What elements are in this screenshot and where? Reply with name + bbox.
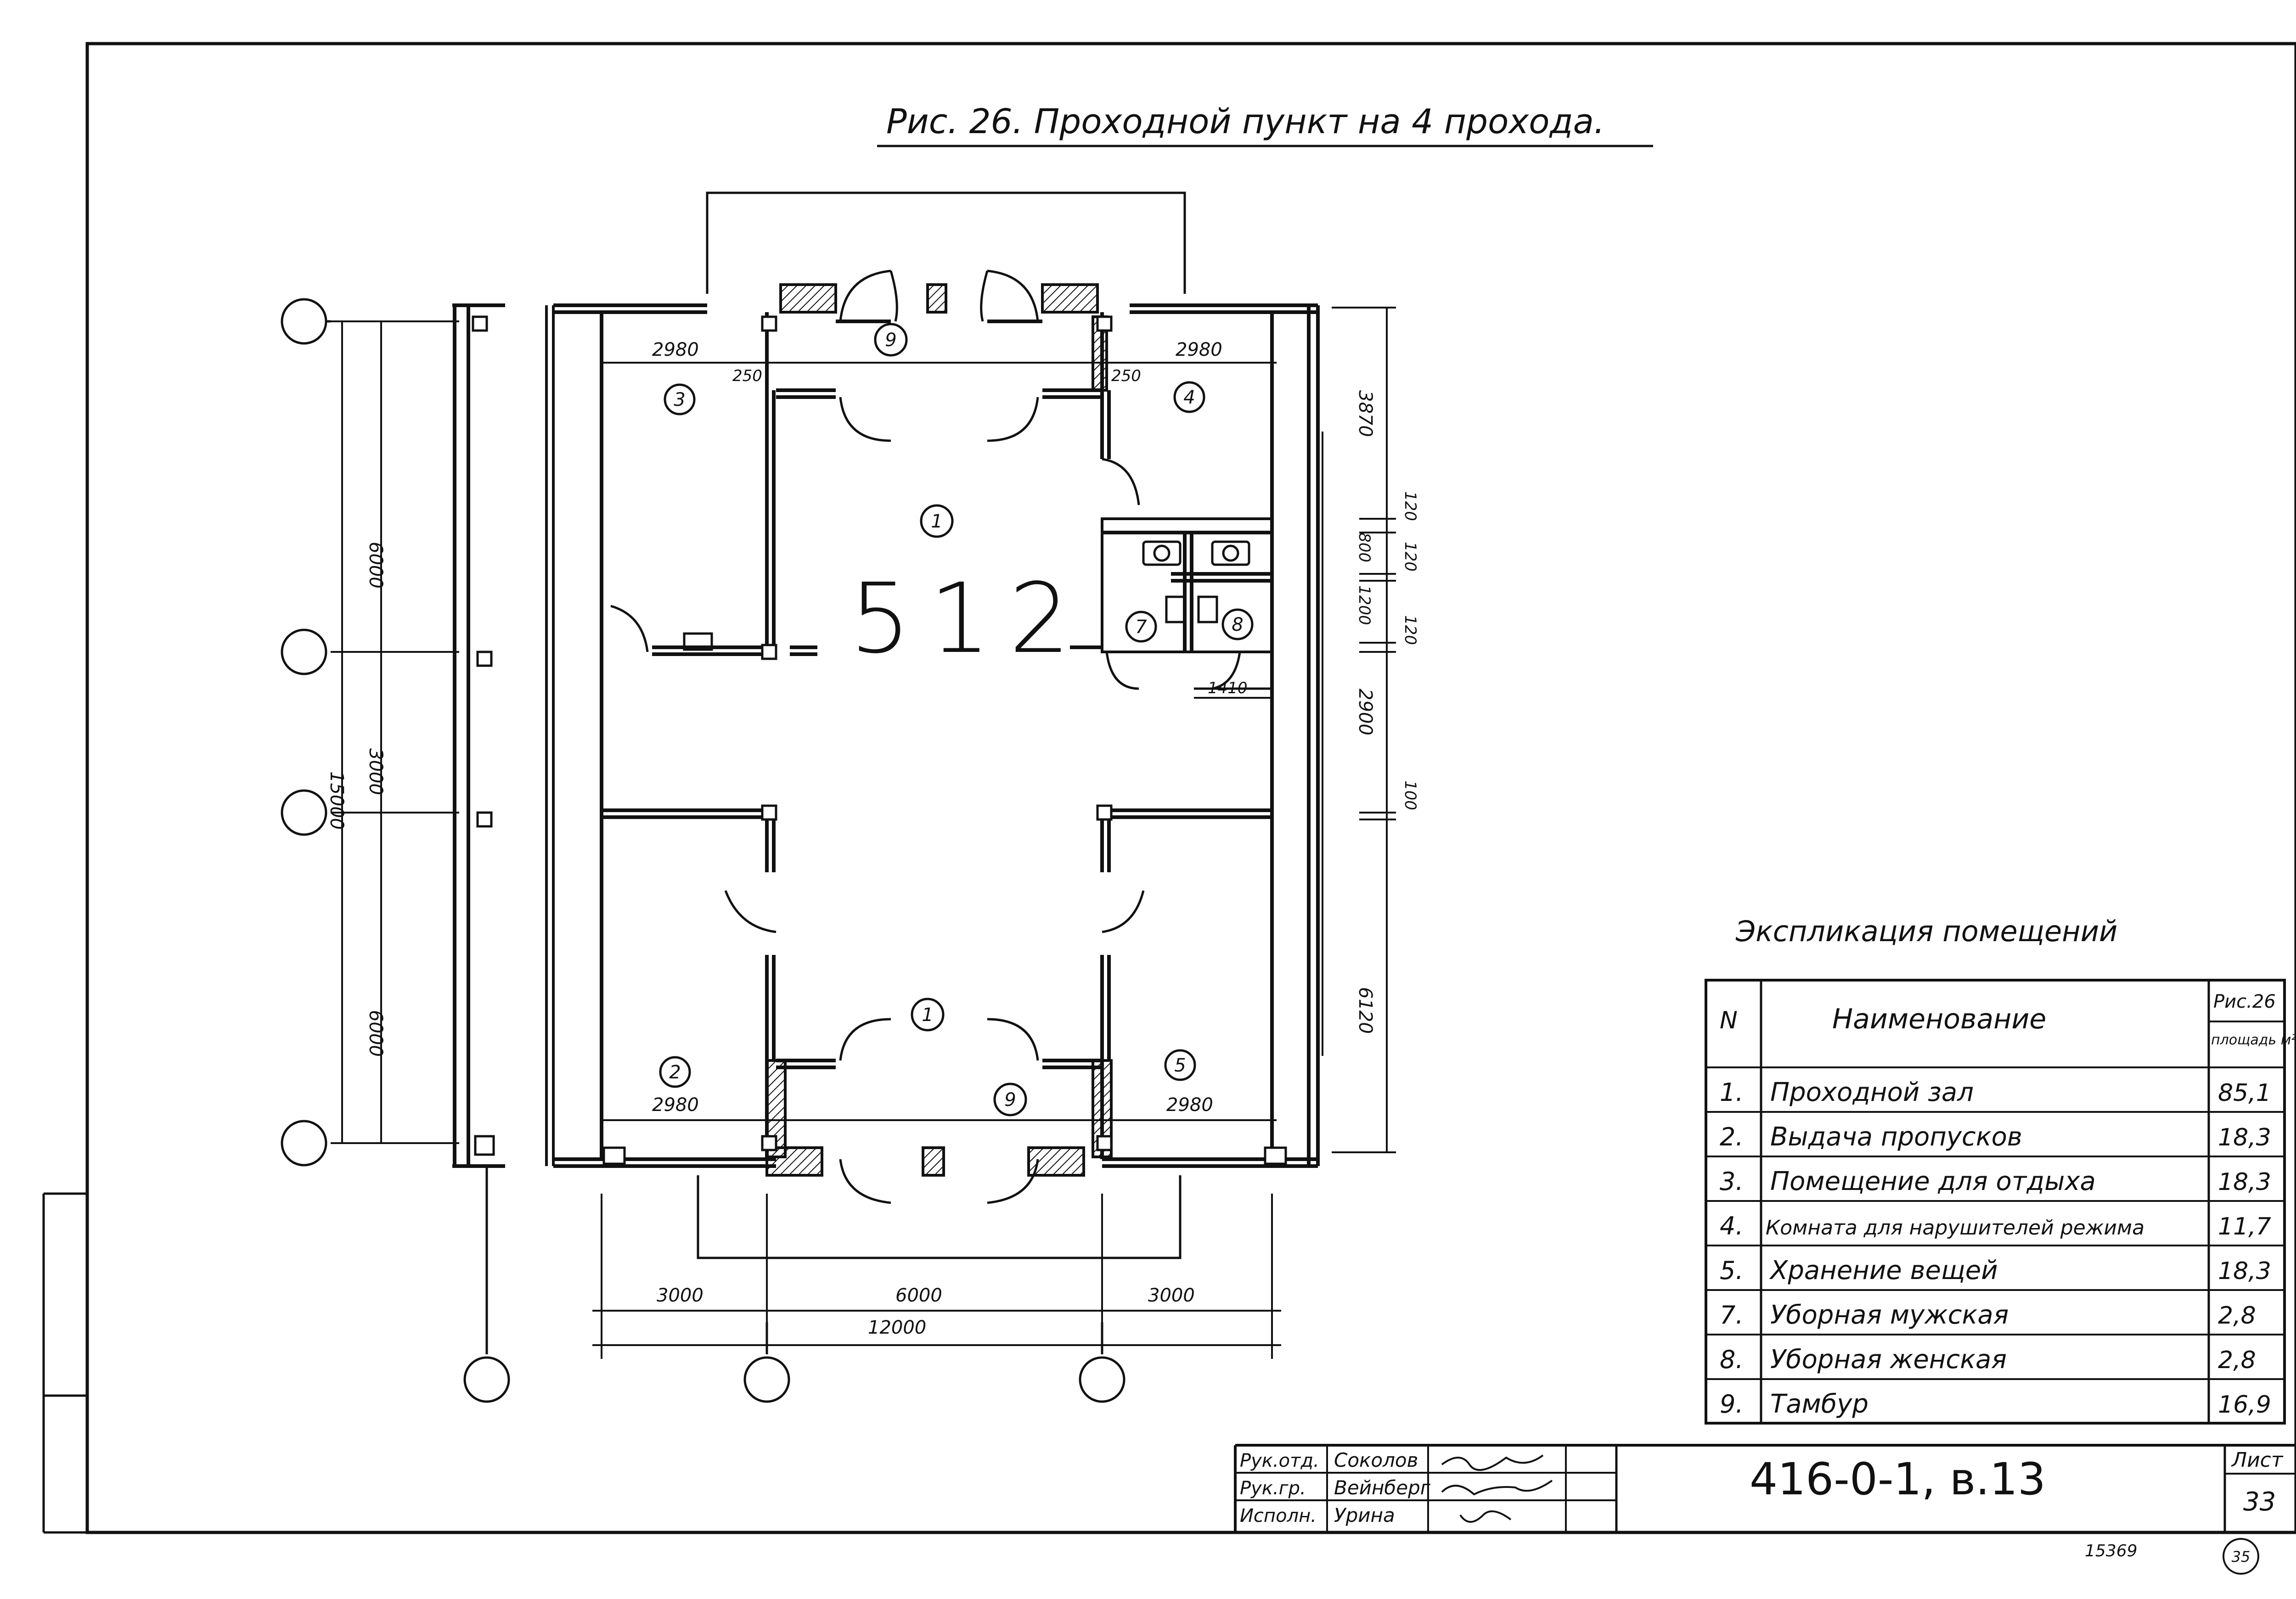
title-role: Рук.гр. (1240, 1478, 1306, 1499)
title-name: Соколов (1334, 1449, 1418, 1471)
dim-left-6000-bottom: 6000 (365, 1010, 386, 1057)
title-name: Вейнберг (1334, 1476, 1431, 1499)
title-role: Рук.отд. (1240, 1450, 1319, 1471)
room-label-7: 7 (1135, 617, 1147, 638)
explication-row-n: 1. (1720, 1078, 1744, 1107)
explication-header-fig: Рис.26 (2213, 991, 2276, 1012)
explication-row-name: Комната для нарушителей режима (1766, 1216, 2144, 1240)
explication-row-name: Уборная женская (1770, 1345, 2007, 1375)
explication-row-area: 18,3 (2218, 1124, 2271, 1151)
room-number-markers: 1 1 2 3 4 5 7 8 9 9 (659, 323, 1254, 1116)
dimension-labels-vertical: 6000 3000 15000 6000 3870 120 800 120 12… (326, 390, 1419, 1057)
column-markers (472, 315, 1287, 1165)
toilet-fixtures (683, 540, 1250, 651)
dim-bottom-3000-left: 3000 (657, 1285, 703, 1306)
explication-row-name: Тамбур (1770, 1389, 1868, 1419)
dim-right-3870: 3870 (1355, 390, 1376, 437)
dim-right-120-b: 120 (1401, 542, 1419, 572)
room-label-hall-top: 1 (931, 511, 942, 532)
explication-caption: Экспликация помещений (1735, 915, 2117, 948)
explication-header-n: N (1720, 1007, 1738, 1034)
dim-top-left-250: 250 (732, 367, 762, 385)
dim-top-right-2980: 2980 (1176, 339, 1222, 360)
door-swings (610, 269, 1241, 1204)
dim-toilet-1410: 1410 (1208, 679, 1248, 697)
plan-mark: 512 (850, 562, 1089, 675)
title-role: Исполн. (1240, 1505, 1317, 1526)
sheet-frame (42, 42, 2296, 1534)
explication-row-area: 2,8 (2218, 1302, 2256, 1330)
explication-row-n: 9. (1720, 1390, 1744, 1419)
page-circle-number: 35 (2232, 1548, 2251, 1565)
explication-row-area: 18,3 (2218, 1257, 2271, 1285)
explication-row-n: 5. (1720, 1256, 1744, 1285)
explication-row-name: Проходной зал (1770, 1077, 1974, 1107)
room-label-9-top: 9 (885, 330, 896, 351)
explication-row-name: Помещение для отдыха (1770, 1167, 2096, 1196)
axis-markers (281, 298, 1125, 1403)
sheet-label: Лист (2231, 1448, 2284, 1472)
dim-right-120-c: 120 (1401, 615, 1419, 645)
explication-row-n: 8. (1720, 1345, 1744, 1374)
document-code: 416-0-1, в.13 (1750, 1453, 2046, 1505)
dimension-labels: 2980 250 2980 250 2980 2980 1410 3000 60… (652, 339, 1248, 1338)
explication-header-name: Наименование (1832, 1003, 2046, 1035)
explication-row-area: 85,1 (2218, 1079, 2271, 1107)
dim-right-120-a: 120 (1401, 491, 1419, 521)
dim-left-6000-top: 6000 (365, 542, 386, 589)
dim-right-2900: 2900 (1355, 689, 1376, 735)
dim-bottom-right-2980: 2980 (1166, 1094, 1213, 1116)
hatched-pillars (765, 283, 1113, 1177)
inventory-number: 15369 (2085, 1542, 2138, 1560)
dim-left-15000: 15000 (326, 771, 347, 830)
dim-right-100: 100 (1401, 780, 1419, 810)
dim-bottom-12000: 12000 (868, 1317, 926, 1338)
room-label-4: 4 (1183, 387, 1195, 408)
dim-bottom-6000: 6000 (895, 1285, 942, 1306)
explication-header-area: площадь м² (2211, 1032, 2296, 1048)
dim-top-right-250: 250 (1111, 367, 1141, 385)
figure-title: Рис. 26. Проходной пункт на 4 прохода. (886, 102, 1605, 141)
dim-top-left-2980: 2980 (652, 339, 699, 360)
dimension-lines (331, 307, 1396, 1359)
title-block: Рук.отд. Рук.гр. Исполн. Соколов Вейнбер… (1234, 1444, 2296, 1532)
explication-row-n: 2. (1720, 1122, 1744, 1151)
dim-bottom-left-2980: 2980 (652, 1094, 699, 1116)
plan-walls (452, 191, 1320, 1259)
dim-left-3000: 3000 (365, 748, 386, 795)
room-label-hall-bottom: 1 (922, 1004, 933, 1026)
explication-row-name: Уборная мужская (1770, 1300, 2009, 1330)
explication-row-area: 2,8 (2218, 1347, 2256, 1374)
explication-row-n: 7. (1720, 1301, 1744, 1330)
explication-row-n: 3. (1720, 1167, 1744, 1196)
signature-marks (1441, 1454, 1553, 1523)
explication-row-area: 18,3 (2218, 1168, 2271, 1196)
explication-row-area: 16,9 (2218, 1391, 2271, 1419)
room-label-9-bottom: 9 (1004, 1089, 1016, 1111)
room-label-3: 3 (674, 389, 685, 410)
explication-row-name: Хранение вещей (1769, 1256, 1998, 1285)
explication-row-name: Выдача пропусков (1770, 1122, 2022, 1152)
dim-right-1200: 1200 (1355, 585, 1373, 625)
explication-row-area: 11,7 (2218, 1213, 2271, 1240)
title-name: Урина (1334, 1504, 1395, 1526)
room-label-2: 2 (669, 1062, 681, 1083)
dim-right-800: 800 (1355, 533, 1373, 562)
room-label-8: 8 (1232, 614, 1243, 635)
explication-table: N Наименование Рис.26 площадь м² 1. Прох… (1705, 979, 2296, 1425)
page-circle (2223, 1538, 2259, 1575)
room-label-5: 5 (1174, 1055, 1186, 1076)
sheet-number: 33 (2243, 1487, 2276, 1517)
dim-bottom-3000-right: 3000 (1148, 1285, 1195, 1306)
explication-row-n: 4. (1720, 1212, 1744, 1240)
dim-right-6120: 6120 (1355, 987, 1376, 1034)
